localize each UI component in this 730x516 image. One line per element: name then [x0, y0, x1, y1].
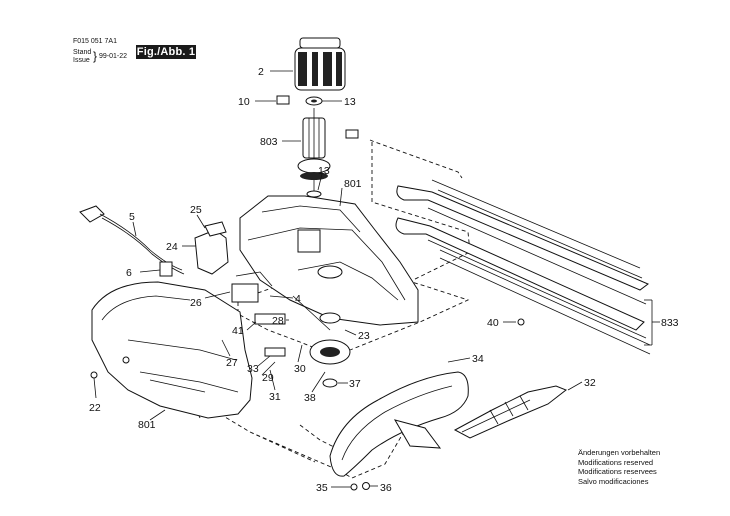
callout-29: 29: [262, 372, 274, 384]
callout-26: 26: [190, 297, 202, 309]
callout-4: 4: [295, 293, 301, 305]
callout-801-lower: 801: [138, 419, 156, 431]
note-de: Änderungen vorbehalten: [578, 448, 661, 457]
note-en: Modifications reserved: [578, 457, 654, 467]
callout-22: 22: [89, 402, 101, 414]
connector-plate: [254, 313, 286, 325]
bracket-glyph: }: [93, 49, 98, 63]
callout-25: 25: [190, 204, 202, 216]
callout-23: 23: [358, 330, 370, 342]
callout-13-lower: 13: [318, 165, 330, 177]
switch-lever: [204, 221, 227, 237]
callout-5: 5: [129, 211, 135, 223]
callout-31: 31: [269, 391, 281, 403]
power-cord: [79, 205, 185, 277]
callout-33: 33: [247, 363, 259, 375]
callout-37: 37: [349, 378, 361, 390]
figure-badge: Fig./Abb. 1: [136, 45, 196, 59]
blade-guard: [453, 385, 567, 439]
callout-2: 2: [258, 66, 264, 78]
stand-label: Stand: [73, 49, 92, 56]
armature: [297, 108, 331, 200]
note-es: Salvo modificaciones: [578, 476, 649, 486]
screw-36: [362, 482, 370, 490]
cover-dashed-outline: [299, 424, 341, 451]
callout-32: 32: [584, 377, 596, 389]
callout-34: 34: [472, 353, 484, 365]
callout-40: 40: [487, 317, 499, 329]
callout-28: 28: [272, 315, 284, 327]
screw-22: [90, 371, 98, 379]
note-fr: Modifications reservees: [578, 467, 657, 476]
shaft-plate-33: [264, 347, 286, 357]
washer-37: [322, 378, 338, 388]
callout-10: 10: [238, 96, 250, 108]
callout-38: 38: [304, 392, 316, 404]
field-coil: [294, 37, 346, 91]
issue-date: 99-01-22: [99, 53, 128, 60]
callout-36: 36: [380, 482, 392, 494]
callout-24: 24: [166, 241, 178, 253]
switch-trigger: [194, 229, 229, 275]
carbon-brush-right: [345, 129, 359, 139]
callout-27: 27: [226, 357, 238, 369]
modification-notes: Änderungen vorbehalten Modifications res…: [578, 448, 660, 486]
callout-35: 35: [316, 482, 328, 494]
screw-40: [517, 318, 525, 326]
callout-41: 41: [232, 325, 244, 337]
carbon-brush-left: [276, 95, 290, 105]
callout-6: 6: [126, 267, 132, 279]
crank-disc: [319, 312, 341, 324]
switch-block: [231, 283, 259, 303]
document-number: F015 051 7A1: [73, 38, 117, 45]
issue-label: Issue: [73, 57, 90, 64]
callout-30: 30: [294, 363, 306, 375]
housing-lower: [91, 281, 253, 419]
leader-lines: [93, 70, 660, 488]
blade-assembly: [395, 179, 651, 355]
callout-833: 833: [661, 317, 679, 329]
front-handle: [329, 371, 469, 477]
callout-13-top: 13: [344, 96, 356, 108]
callout-803: 803: [260, 136, 278, 148]
screw-35: [350, 483, 358, 491]
callout-801-upper: 801: [344, 178, 362, 190]
housing-upper: [239, 195, 419, 326]
